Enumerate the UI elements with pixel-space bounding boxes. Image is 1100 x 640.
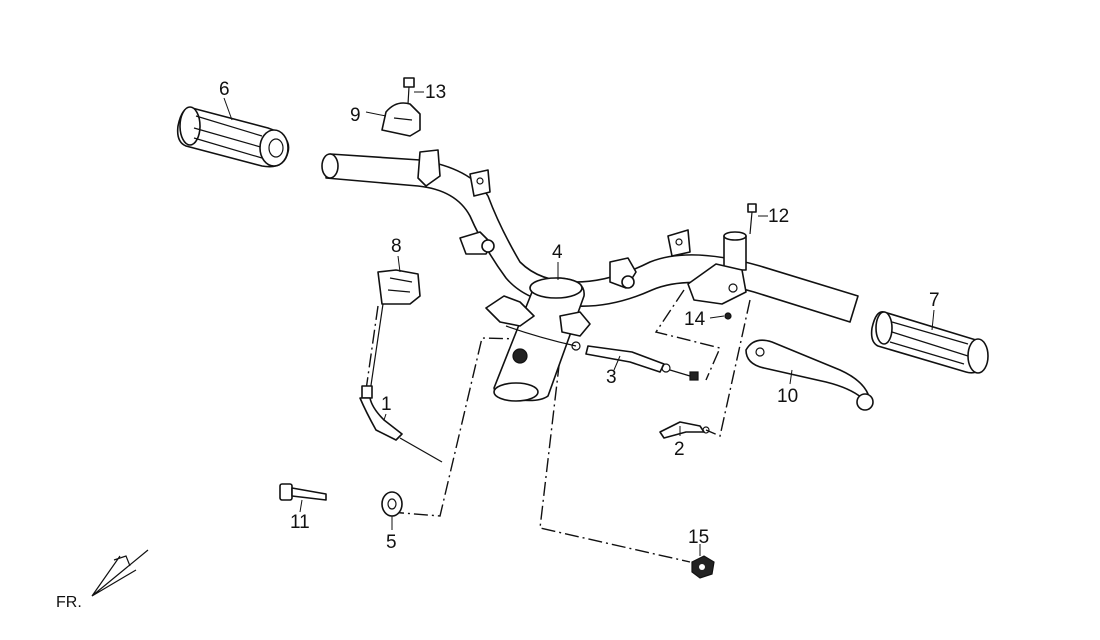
left-grip (176, 106, 290, 168)
callout-8: 8 (391, 236, 402, 257)
nut-15 (691, 555, 715, 579)
callout-6: 6 (219, 79, 230, 100)
callout-7: 7 (929, 290, 940, 311)
callout-4: 4 (552, 242, 563, 263)
callout-15: 15 (688, 527, 709, 548)
callout-10: 10 (777, 386, 798, 407)
right-grip (870, 311, 989, 374)
front-direction-marker: FR. (56, 549, 149, 611)
nut-5 (381, 491, 403, 517)
cable-2 (659, 421, 710, 439)
callout-1: 1 (381, 394, 392, 415)
cable-1 (359, 385, 443, 463)
callout-13: 13 (425, 82, 446, 103)
bolt-11 (279, 483, 327, 501)
callout-11: 11 (290, 512, 310, 533)
clamp-9 (381, 102, 421, 137)
direction-label: FR. (56, 594, 82, 611)
callout-9: 9 (350, 105, 361, 126)
leader-lines (223, 91, 935, 556)
screw-13 (403, 77, 415, 105)
callout-12: 12 (768, 206, 789, 227)
callout-labels: 1 2 3 4 5 6 7 8 9 10 11 12 13 14 15 (219, 79, 940, 553)
callout-2: 2 (674, 439, 685, 460)
brake-lever (745, 339, 874, 411)
handlebar-stem (485, 277, 591, 402)
cable-3 (585, 345, 699, 381)
callout-3: 3 (606, 367, 617, 388)
screw-12 (747, 203, 757, 235)
lever-holder (687, 231, 747, 320)
callout-14: 14 (684, 309, 706, 330)
callout-5: 5 (386, 532, 397, 553)
switch-8 (369, 269, 421, 393)
